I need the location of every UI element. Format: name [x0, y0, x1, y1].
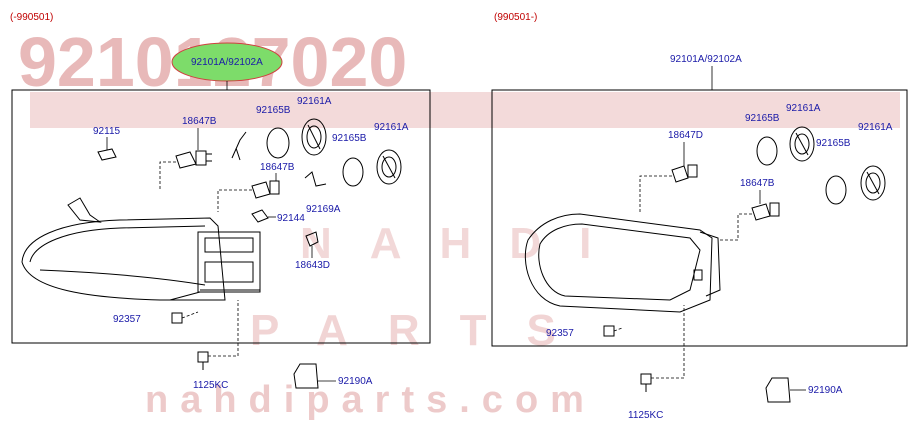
leader [651, 305, 685, 379]
right-headlamp-icon[interactable] [524, 213, 721, 313]
left-label-92161A-b[interactable]: 92161A [374, 122, 409, 133]
left-clip-92115-icon[interactable] [97, 148, 117, 161]
left-wire-92169A-icon[interactable] [304, 171, 327, 187]
leader [159, 161, 176, 190]
left-socket-92161A-a-icon[interactable] [301, 118, 327, 156]
left-ring-92165B-a-icon[interactable] [266, 127, 290, 159]
left-label-92165B-b[interactable]: 92165B [332, 133, 367, 144]
right-panel: (990501-) 92101A/92102A 18647D 92165B 92 [491, 12, 908, 421]
right-label-92165B-a[interactable]: 92165B [745, 113, 780, 124]
right-assembly-label[interactable]: 92101A/92102A [670, 54, 742, 65]
right-socket-92161A-b-icon[interactable] [860, 165, 886, 201]
right-socket-92161A-a-icon[interactable] [789, 126, 815, 162]
left-part-92357-icon[interactable] [171, 312, 183, 324]
right-label-1125KC[interactable]: 1125KC [628, 410, 663, 421]
left-label-18647B-b[interactable]: 18647B [260, 162, 295, 173]
leader [639, 175, 672, 214]
left-frame [11, 89, 431, 344]
left-label-1125KC[interactable]: 1125KC [193, 380, 228, 391]
leader [208, 300, 239, 357]
leader [217, 189, 252, 212]
left-assembly-label[interactable]: 92101A/92102A [191, 57, 263, 68]
right-frame [491, 89, 908, 347]
right-date-range: (990501-) [494, 12, 537, 23]
right-label-92357[interactable]: 92357 [546, 328, 574, 339]
left-label-92165B-a[interactable]: 92165B [256, 105, 291, 116]
left-label-18647B[interactable]: 18647B [182, 116, 217, 127]
right-label-92161A-a[interactable]: 92161A [786, 103, 821, 114]
right-ring-92165B-b-icon[interactable] [825, 175, 847, 205]
watermark-brand-line1: NAHDI [300, 219, 629, 268]
left-bulb-18647B-icon[interactable] [175, 150, 212, 169]
right-bolt-1125KC-icon[interactable] [640, 373, 652, 392]
left-label-92144[interactable]: 92144 [277, 213, 305, 224]
right-bulb-18647B-icon[interactable] [751, 202, 780, 221]
left-ring-92165B-b-icon[interactable] [342, 157, 364, 187]
watermark-site: nahdiparts.com [145, 379, 596, 421]
right-label-92161A-b[interactable]: 92161A [858, 122, 893, 133]
watermark-brand-line2: PARTS [250, 306, 596, 355]
left-part-18643D-icon[interactable] [305, 231, 319, 247]
left-label-92161A-a[interactable]: 92161A [297, 96, 332, 107]
leader [181, 311, 199, 319]
left-date-range: (-990501) [10, 12, 53, 23]
right-ring-92165B-a-icon[interactable] [756, 136, 778, 166]
leader [613, 327, 623, 332]
right-label-92190A[interactable]: 92190A [808, 385, 843, 396]
left-panel: (-990501) 92101A/92102A 92115 18 [10, 12, 431, 391]
left-wire-icon[interactable] [231, 131, 247, 161]
right-label-18647B[interactable]: 18647B [740, 178, 775, 189]
left-label-92169A[interactable]: 92169A [306, 204, 341, 215]
right-label-92165B-b[interactable]: 92165B [816, 138, 851, 149]
right-bulb-18647D-icon[interactable] [671, 164, 698, 183]
left-label-92115[interactable]: 92115 [93, 126, 121, 137]
left-bulb-18647B-b-icon[interactable] [251, 180, 280, 199]
left-bolt-1125KC-icon[interactable] [197, 351, 209, 370]
left-bracket-92190A-icon[interactable] [293, 363, 319, 389]
left-socket-92161A-b-icon[interactable] [376, 149, 402, 185]
left-label-18643D[interactable]: 18643D [295, 260, 330, 271]
watermark: 9210127020 NAHDI PARTS nahdiparts.com [18, 23, 900, 421]
right-part-92357-icon[interactable] [603, 325, 615, 337]
left-label-92190A[interactable]: 92190A [338, 376, 373, 387]
left-part-92144-icon[interactable] [251, 209, 269, 223]
right-bracket-92190A-icon[interactable] [765, 377, 791, 403]
left-label-92357[interactable]: 92357 [113, 314, 141, 325]
right-label-18647D[interactable]: 18647D [668, 130, 703, 141]
left-headlamp-icon[interactable] [21, 197, 261, 301]
leader [720, 213, 752, 241]
watermark-band [30, 92, 900, 128]
